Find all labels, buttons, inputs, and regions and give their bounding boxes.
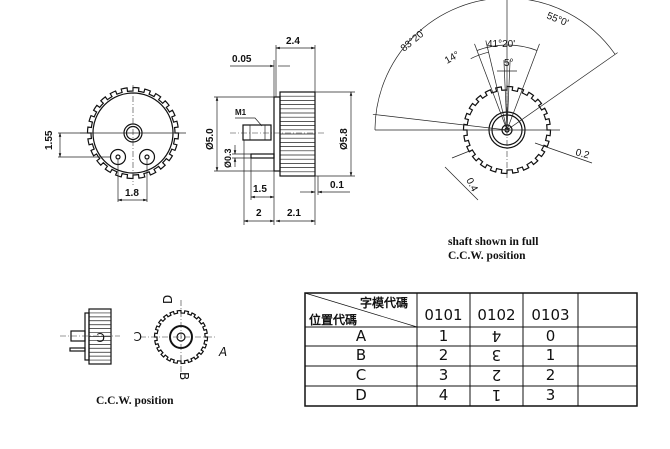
angle-view: 83°20' 55°0' 41°20' 14° 5° 0.2 0.4 shaft… [372,0,618,262]
label-d: D [161,295,175,304]
threaded-shaft [242,124,272,141]
angle-arcs [374,0,616,131]
dim-1-55: 1.55 [44,130,55,150]
table-cell: 2 [439,346,449,364]
table-cell: 4 [439,386,449,404]
row-position: B [356,346,366,364]
header-position-code: 位置代碼 [309,312,357,327]
angle-ray [474,43,508,131]
table-cell: 0 [546,327,556,345]
label-a: A [218,345,227,359]
table-cell: 3 [492,346,502,364]
table-cell: 2 [546,366,556,384]
column-header: 0101 [424,306,462,324]
dim-0-4: 0.4 [463,176,479,194]
table-cell: 3 [546,386,556,404]
dim-2-1: 2.1 [287,208,301,219]
angle-5: 5° [504,58,514,69]
dim-0-1: 0.1 [330,180,344,191]
label-c: C [134,329,142,343]
angle-ray [485,40,508,131]
dim-0-2: 0.2 [574,147,591,161]
dim-dia-5-8: Ø5.8 [339,128,350,150]
front-view: 1.55 1.8 [44,85,186,202]
angle-ray [506,52,618,131]
dim-dia-5-0: Ø5.0 [205,128,216,150]
column-header: 0103 [531,306,569,324]
row-position: A [356,327,367,345]
table-cell: 1 [439,327,449,345]
angle-83-20: 83°20' [399,28,428,55]
row-position: D [355,386,367,404]
angle-41-20: 41°20' [487,39,515,50]
row-position: C [356,366,366,384]
dim-2-4: 2.4 [286,36,300,47]
dim-dia-0-3: Ø0.3 [223,148,233,168]
table-cell: 4 [492,327,502,345]
angle-ray [503,60,508,131]
caption-ccw: C.C.W. position [448,250,526,262]
table-cell: 1 [492,386,502,404]
table-cell: 2 [492,366,502,384]
caption-shaft: shaft shown in full [448,236,538,248]
table-cell: 3 [439,366,449,384]
label-c-side: C [97,330,105,344]
label-b: B [177,372,191,380]
column-header: 0102 [477,306,515,324]
dim-1-8: 1.8 [125,188,139,199]
terminal-pin [250,153,275,159]
angle-ray [506,60,511,131]
table-cell: 1 [546,346,556,364]
angle-ray [372,113,508,131]
angle-ray [506,43,540,131]
header-font-code: 字模代碼 [360,295,408,310]
side-view: 2.4 0.05 M1 Ø5.0 Ø0.3 Ø5.8 1.5 0 [205,36,355,225]
angle-14: 14° [443,50,462,67]
dim-m1: M1 [235,108,247,117]
dim-0-05: 0.05 [232,54,252,65]
position-view: C D C A B C.C.W. position [60,295,227,407]
flange [273,96,281,172]
dim-2: 2 [256,208,262,219]
caption-ccw-position: C.C.W. position [96,395,174,407]
angle-55-0: 55°0' [545,11,570,30]
dim-1-5: 1.5 [253,184,267,195]
